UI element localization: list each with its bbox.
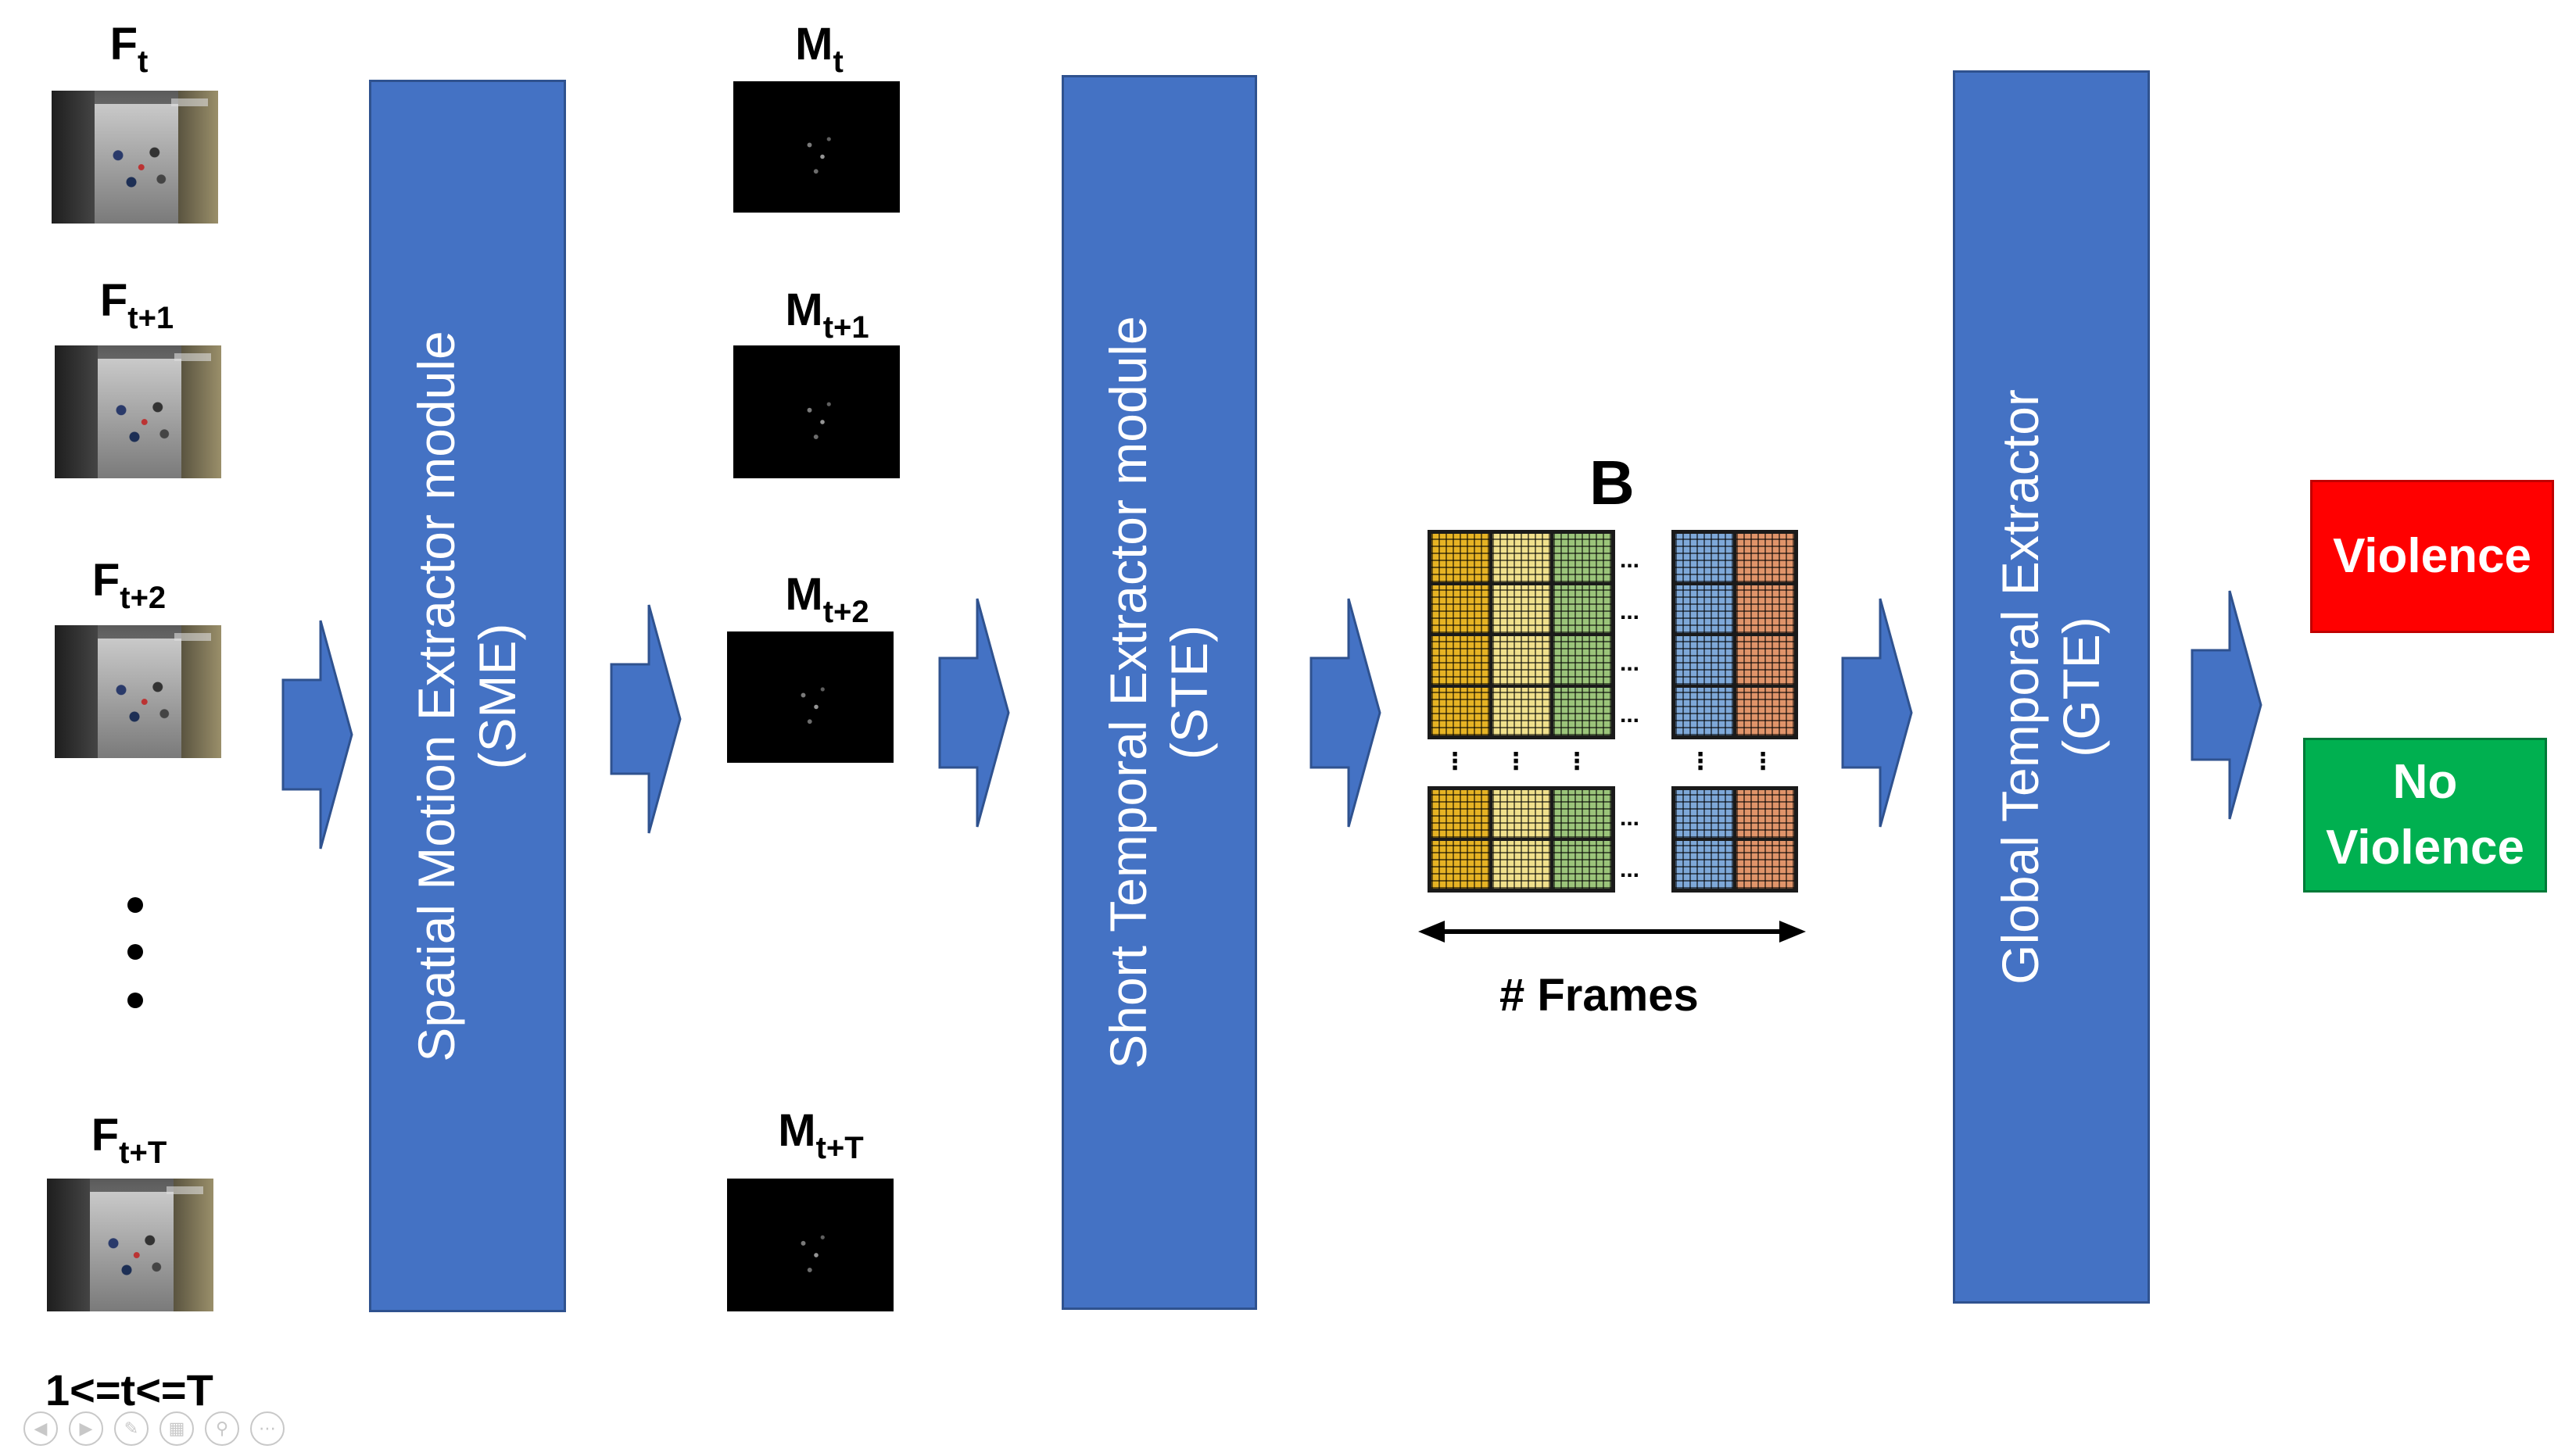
vertical-ellipsis-dot [127,897,143,913]
arrow-right-icon [281,620,353,850]
zoom-icon[interactable]: ⚲ [205,1411,239,1446]
gte-module-label: Global Temporal Extractor(GTE) [1991,389,2110,985]
motion-label-t: Mt [795,19,844,79]
arrow-right-icon [2191,590,2262,820]
motion-map-tT [727,1179,894,1311]
double-arrow-icon [1418,921,1806,943]
motion-label-t2: Mt+2 [785,569,869,629]
frame-label-tT: Ft+T [91,1110,167,1170]
vertical-ellipsis: ⋮ [1689,749,1712,775]
sme-module: Spatial Motion Extractor module(SME) [369,80,566,1312]
horizontal-ellipsis: ... [1620,805,1640,831]
buffer-block-top-right [1671,530,1798,739]
next-icon[interactable]: ▶ [69,1411,103,1446]
frames-axis-label: # Frames [1499,970,1699,1021]
more-icon[interactable]: ⋯ [250,1411,285,1446]
vertical-ellipsis: ⋮ [1504,749,1528,775]
frame-label-t2: Ft+2 [91,555,167,615]
vertical-ellipsis-dot [127,993,143,1008]
frame-image-t [52,91,218,224]
vertical-ellipsis: ⋮ [1751,749,1775,775]
horizontal-ellipsis: ... [1620,599,1640,624]
buffer-title: B [1589,448,1635,517]
frame-image-tT [47,1179,213,1311]
horizontal-ellipsis: ... [1620,857,1640,882]
motion-map-t1 [733,345,900,478]
arrow-right-icon [1309,598,1381,828]
motion-map-t [733,81,900,213]
output-violence: Violence [2310,480,2554,633]
frame-image-t1 [55,345,221,478]
frame-label-t1: Ft+1 [99,275,174,335]
frame-label-t: Ft [109,19,149,79]
vertical-ellipsis: ⋮ [1443,749,1467,775]
output-no-violence: No Violence [2303,738,2547,893]
horizontal-ellipsis: ... [1620,547,1640,573]
arrow-right-icon [938,598,1010,828]
motion-map-t2 [727,631,894,763]
horizontal-ellipsis: ... [1620,650,1640,676]
ste-module-label: Short Temporal Extractor module(STE) [1099,316,1218,1069]
frame-image-t2 [55,625,221,758]
arrow-right-icon [1841,598,1913,828]
arrow-right-icon [610,604,682,834]
motion-label-tT: Mt+T [778,1105,864,1165]
horizontal-ellipsis: ... [1620,702,1640,728]
vertical-ellipsis-dot [127,944,143,960]
prev-icon[interactable]: ◀ [23,1411,58,1446]
vertical-ellipsis: ⋮ [1565,749,1589,775]
sme-module-label: Spatial Motion Extractor module(SME) [407,330,526,1062]
range-label: 1<=t<=T [45,1365,213,1415]
buffer-block-top-left [1428,530,1615,739]
ste-module: Short Temporal Extractor module(STE) [1062,75,1257,1310]
buffer-block-bottom-right [1671,786,1798,893]
pen-icon[interactable]: ✎ [114,1411,149,1446]
slides-icon[interactable]: ▦ [159,1411,194,1446]
gte-module: Global Temporal Extractor(GTE) [1953,70,2150,1304]
slideshow-toolbar: ◀ ▶ ✎ ▦ ⚲ ⋯ [23,1411,285,1446]
motion-label-t1: Mt+1 [785,284,869,345]
buffer-block-bottom-left [1428,786,1615,893]
